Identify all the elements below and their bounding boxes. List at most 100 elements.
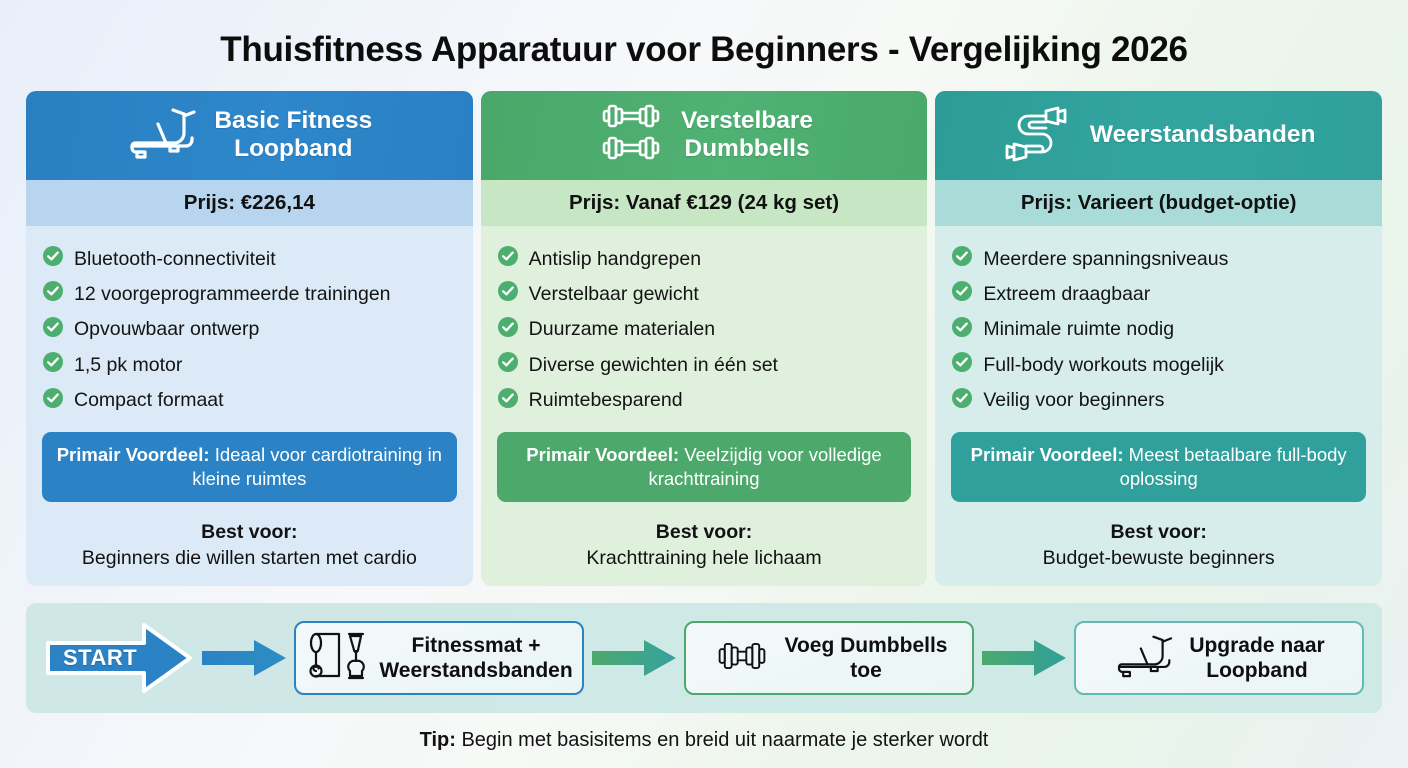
feature-text: Antislip handgrepen bbox=[528, 247, 702, 270]
mat-and-band-icon bbox=[305, 630, 367, 687]
list-item: Bluetooth-connectiviteit bbox=[42, 242, 457, 277]
card-title-line2: Loopband bbox=[234, 135, 353, 162]
check-circle-icon bbox=[42, 280, 64, 308]
card-title-line1: Verstelbare bbox=[680, 106, 814, 134]
feature-text: Full-body workouts mogelijk bbox=[983, 353, 1224, 376]
best-for-block: Best voor: Budget-bewuste beginners bbox=[951, 521, 1366, 570]
flow-step-1-line2: Weerstandsbanden bbox=[379, 659, 573, 683]
product-card-weerstandsbanden[interactable]: Weerstandsbanden Prijs: Varieert (budget… bbox=[935, 90, 1383, 587]
flow-step-1-label: Fitnessmat + Weerstandsbanden bbox=[379, 633, 572, 683]
check-circle-icon bbox=[951, 351, 973, 379]
flow-step-3[interactable]: Upgrade naar Loopband bbox=[1074, 621, 1364, 696]
benefit-text: Veelzijdig voor volledige krachttraining bbox=[648, 444, 882, 490]
card-body: Meerdere spanningsniveaus Extreem draagb… bbox=[935, 226, 1382, 587]
list-item: 1,5 pk motor bbox=[42, 348, 457, 383]
check-circle-icon bbox=[42, 316, 64, 344]
tip-text: Begin met basisitems en breid uit naarma… bbox=[455, 729, 989, 752]
feature-text: Extreem draagbaar bbox=[983, 282, 1151, 305]
feature-list: Meerdere spanningsniveaus Extreem draagb… bbox=[951, 242, 1366, 419]
feature-list: Bluetooth-connectiviteit 12 voorgeprogra… bbox=[42, 242, 457, 419]
flow-step-2-label: Voeg Dumbbells toe bbox=[785, 633, 948, 683]
list-item: Duurzame materialen bbox=[497, 312, 912, 347]
best-for-block: Best voor: Krachttraining hele lichaam bbox=[497, 521, 912, 570]
list-item: Ruimtebesparend bbox=[497, 383, 912, 418]
best-for-label: Best voor: bbox=[1110, 520, 1207, 543]
flow-step-2[interactable]: Voeg Dumbbells toe bbox=[684, 621, 974, 696]
tip-label: Tip: bbox=[419, 729, 456, 752]
list-item: Opvouwbaar ontwerp bbox=[42, 312, 457, 347]
best-for-label: Best voor: bbox=[201, 520, 298, 543]
card-title-line1: Basic Fitness bbox=[214, 106, 373, 134]
flow-step-2-line1: Voeg Dumbbells bbox=[784, 633, 948, 657]
tip-line: Tip: Begin met basisitems en breid uit n… bbox=[0, 729, 1408, 752]
check-circle-icon bbox=[497, 316, 519, 344]
check-circle-icon bbox=[497, 280, 519, 308]
primary-benefit-box: Primair Voordeel: Meest betaalbare full-… bbox=[951, 432, 1367, 502]
primary-benefit-box: Primair Voordeel: Ideaal voor cardiotrai… bbox=[42, 432, 457, 502]
list-item: Extreem draagbaar bbox=[951, 277, 1366, 312]
check-circle-icon bbox=[497, 351, 519, 379]
list-item: Verstelbaar gewicht bbox=[497, 277, 912, 312]
card-title-line1: Weerstandsbanden bbox=[1089, 120, 1316, 148]
price-strip: Prijs: Vanaf €129 (24 kg set) bbox=[480, 179, 928, 226]
card-body: Antislip handgrepen Verstelbaar gewicht … bbox=[481, 226, 928, 587]
benefit-label: Primair Voordeel: bbox=[56, 444, 210, 466]
flow-step-2-line2: toe bbox=[850, 659, 882, 683]
benefit-text: Ideaal voor cardiotraining in kleine rui… bbox=[192, 444, 442, 490]
treadmill-icon bbox=[1113, 630, 1177, 687]
comparison-cards-row: Basic Fitness Loopband Prijs: €226,14 Bl… bbox=[0, 70, 1408, 587]
feature-list: Antislip handgrepen Verstelbaar gewicht … bbox=[497, 242, 912, 419]
list-item: Meerdere spanningsniveaus bbox=[951, 242, 1366, 277]
feature-text: Duurzame materialen bbox=[528, 318, 716, 341]
flow-step-3-label: Upgrade naar Loopband bbox=[1189, 633, 1324, 683]
product-card-loopband[interactable]: Basic Fitness Loopband Prijs: €226,14 Bl… bbox=[26, 90, 473, 587]
check-circle-icon bbox=[497, 245, 519, 273]
check-circle-icon bbox=[42, 387, 64, 415]
best-for-value: Krachttraining hele lichaam bbox=[586, 546, 822, 569]
feature-text: Ruimtebesparend bbox=[528, 389, 683, 412]
flow-step-1[interactable]: Fitnessmat + Weerstandsbanden bbox=[294, 621, 584, 696]
card-title: Basic Fitness Loopband bbox=[214, 107, 372, 164]
feature-text: 12 voorgeprogrammeerde trainingen bbox=[74, 282, 391, 305]
price-strip: Prijs: Varieert (budget-optie) bbox=[935, 179, 1383, 226]
best-for-value: Beginners die willen starten met cardio bbox=[81, 546, 417, 569]
list-item: Compact formaat bbox=[42, 383, 457, 418]
primary-benefit-box: Primair Voordeel: Veelzijdig voor volled… bbox=[496, 432, 912, 502]
card-title: Weerstandsbanden bbox=[1090, 121, 1316, 149]
benefit-text: Meest betaalbare full-body oplossing bbox=[1119, 444, 1347, 490]
best-for-value: Budget-bewuste beginners bbox=[1042, 546, 1275, 569]
flow-step-1-line1: Fitnessmat + bbox=[411, 633, 541, 657]
start-arrow-badge: START bbox=[44, 621, 194, 695]
flow-step-3-line2: Loopband bbox=[1206, 659, 1308, 683]
feature-text: Meerdere spanningsniveaus bbox=[983, 247, 1229, 270]
check-circle-icon bbox=[951, 387, 973, 415]
feature-text: Minimale ruimte nodig bbox=[983, 318, 1175, 341]
list-item: Antislip handgrepen bbox=[497, 242, 912, 277]
check-circle-icon bbox=[42, 351, 64, 379]
check-circle-icon bbox=[951, 280, 973, 308]
list-item: Diverse gewichten in één set bbox=[497, 348, 912, 383]
feature-text: Opvouwbaar ontwerp bbox=[74, 318, 260, 341]
check-circle-icon bbox=[951, 316, 973, 344]
feature-text: 1,5 pk motor bbox=[74, 353, 183, 376]
dumbbells-icon bbox=[595, 100, 667, 171]
card-title-line2: Dumbbells bbox=[684, 135, 810, 162]
feature-text: Verstelbaar gewicht bbox=[528, 282, 699, 305]
best-for-label: Best voor: bbox=[655, 520, 753, 543]
card-body: Bluetooth-connectiviteit 12 voorgeprogra… bbox=[26, 226, 473, 587]
list-item: Minimale ruimte nodig bbox=[951, 312, 1366, 347]
check-circle-icon bbox=[42, 245, 64, 273]
flow-arrow-1 bbox=[194, 638, 294, 678]
start-arrow-icon bbox=[46, 623, 192, 694]
list-item: 12 voorgeprogrammeerde trainingen bbox=[42, 277, 457, 312]
dumbbell-icon bbox=[711, 637, 773, 680]
feature-text: Veilig voor beginners bbox=[983, 389, 1165, 412]
start-label: START bbox=[63, 645, 138, 671]
price-strip: Prijs: €226,14 bbox=[26, 179, 473, 226]
best-for-block: Best voor: Beginners die willen starten … bbox=[42, 521, 457, 570]
product-card-dumbbells[interactable]: Verstelbare Dumbbells Prijs: Vanaf €129 … bbox=[480, 90, 928, 587]
feature-text: Compact formaat bbox=[74, 389, 224, 412]
treadmill-icon bbox=[126, 102, 200, 169]
flow-arrow-3 bbox=[974, 638, 1074, 678]
flow-step-3-line1: Upgrade naar bbox=[1189, 633, 1325, 657]
